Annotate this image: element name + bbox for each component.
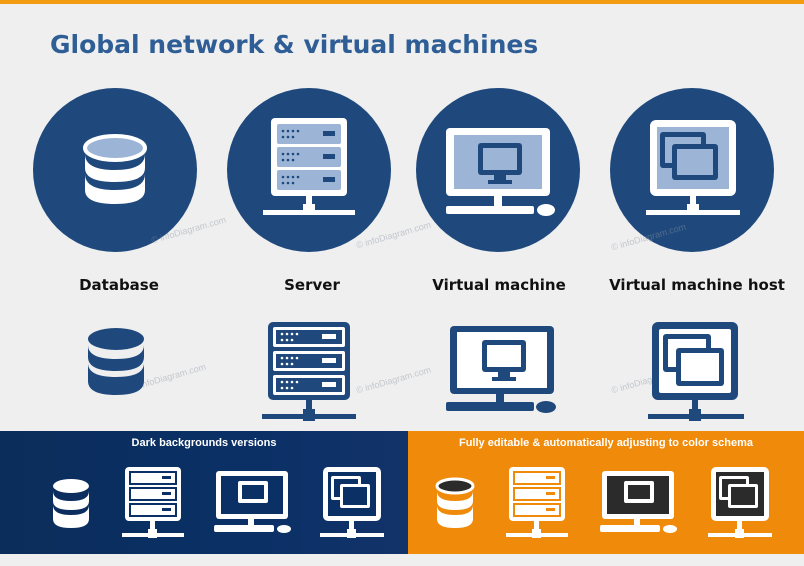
- virtual-machine-circle: [416, 88, 580, 252]
- virtual-machine-icon: [600, 471, 677, 533]
- virtual-machine-icon: [446, 128, 555, 216]
- watermark: © infoDiagram.com: [355, 364, 433, 396]
- virtual-machine-host-circle: [610, 88, 774, 252]
- top-accent-bar: [0, 0, 804, 4]
- database-circle: [33, 88, 197, 252]
- server-icon: [506, 467, 568, 538]
- server-icon: [263, 118, 355, 215]
- dark-backgrounds-panel: Dark backgrounds versions: [0, 431, 408, 554]
- virtual-machine-host-icon: [648, 322, 744, 421]
- virtual-machine-icon: [446, 326, 556, 413]
- database-icon: [53, 479, 89, 528]
- dark-panel-title: Dark backgrounds versions: [131, 437, 277, 449]
- label-database: Database: [79, 276, 159, 294]
- virtual-machine-icon: [214, 471, 291, 533]
- database-icon: [435, 477, 475, 528]
- orange-panel-title: Fully editable & automatically adjusting…: [458, 437, 753, 449]
- page-title: Global network & virtual machines: [50, 30, 539, 59]
- label-virtual-machine: Virtual machine: [432, 276, 566, 294]
- label-server: Server: [284, 276, 340, 294]
- label-virtual-machine-host: Virtual machine host: [609, 276, 785, 294]
- server-icon: [262, 322, 356, 421]
- database-icon: [83, 134, 147, 204]
- server-icon: [122, 467, 184, 538]
- virtual-machine-host-icon: [646, 120, 740, 215]
- virtual-machine-host-icon: [708, 467, 772, 538]
- virtual-machine-host-icon: [320, 467, 384, 538]
- database-icon: [88, 328, 144, 395]
- server-circle: [227, 88, 391, 252]
- color-schema-panel: Fully editable & automatically adjusting…: [408, 431, 804, 554]
